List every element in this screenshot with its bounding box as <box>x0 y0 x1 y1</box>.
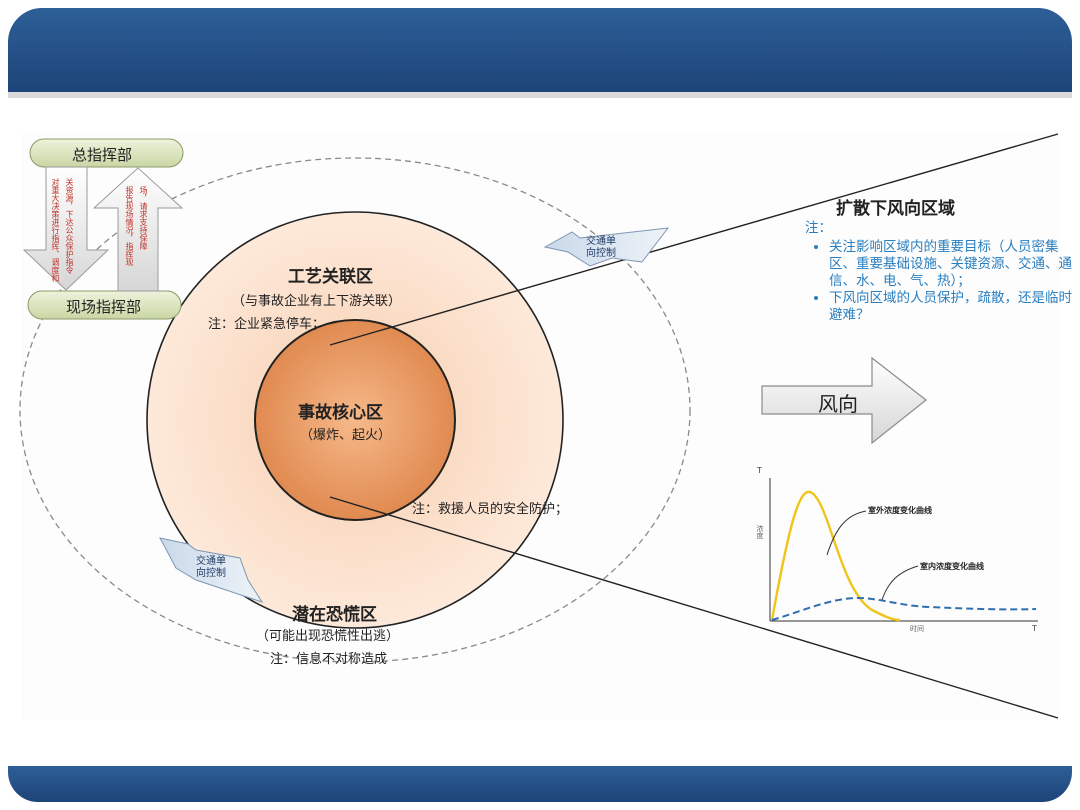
outdoor-concentration-curve <box>770 490 901 622</box>
command-down-text-2: 关资源，下达公众保护指令 <box>65 178 74 274</box>
traffic-arrow-lower <box>159 537 264 603</box>
downwind-lower-boundary <box>329 496 1059 719</box>
curve-x-axis-letter: T <box>1032 624 1037 633</box>
field-hq-pill[interactable] <box>27 290 182 320</box>
outdoor-leader <box>826 510 867 556</box>
panic-zone-note: 注：信息不对称造成 <box>270 652 388 667</box>
downwind-notes: 注： 关注影响区域内的重要目标（人员密集区、重要基础设施、关键资源、交通、通信、… <box>805 220 1073 324</box>
core-zone-circle <box>254 319 456 521</box>
traffic-lower-label-1: 交通单 <box>196 556 226 567</box>
footer-band <box>8 766 1072 802</box>
downwind-upper-boundary <box>329 133 1059 346</box>
hq-pill[interactable] <box>29 138 184 168</box>
hq-label: 总指挥部 <box>72 146 133 164</box>
downwind-bullet-2: 下风向区域的人员保护，疏散，还是临时避难？ <box>829 290 1073 324</box>
command-down-arrow <box>22 166 110 291</box>
traffic-arrow-upper <box>543 227 670 267</box>
curve-y-axis-letter: T <box>757 466 762 475</box>
process-zone-note: 注：企业紧急停车； <box>208 317 326 332</box>
traffic-upper-label-1: 交通单 <box>586 236 616 247</box>
panic-zone-sub: （可能出现恐慌性出逃） <box>256 629 400 644</box>
core-zone-sub: （爆炸、起火） <box>300 428 392 443</box>
wind-arrow <box>761 356 927 445</box>
panic-zone-title: 潜在恐慌区 <box>292 605 377 625</box>
wind-label: 风向 <box>818 392 858 416</box>
downwind-bullet-1: 关注影响区域内的重要目标（人员密集区、重要基础设施、关键资源、交通、通信、水、电… <box>829 239 1073 290</box>
indoor-concentration-curve <box>771 596 1037 621</box>
curve-y-label: 浓度 <box>756 525 764 539</box>
downwind-note-label: 注： <box>805 220 832 236</box>
indoor-series-label: 室内浓度变化曲线 <box>920 562 984 571</box>
outdoor-series-label: 室外浓度变化曲线 <box>868 506 932 515</box>
report-up-text-2: 场，请求支持保障 <box>139 186 148 250</box>
traffic-upper-label-2: 向控制 <box>586 248 616 259</box>
header-band <box>8 8 1072 92</box>
report-up-arrow <box>92 167 184 292</box>
traffic-lower-label-2: 向控制 <box>196 568 226 579</box>
report-up-text-1: 报告现场情况，指挥现 <box>125 186 134 266</box>
rescue-note: 注：救援人员的安全防护； <box>412 502 569 517</box>
field-hq-label: 现场指挥部 <box>66 298 142 316</box>
process-zone-title: 工艺关联区 <box>288 267 373 287</box>
header-rule <box>8 92 1072 98</box>
panic-zone-circle <box>19 157 691 663</box>
indoor-leader <box>881 565 919 601</box>
process-zone-sub: （与事故企业有上下游关联） <box>232 294 402 309</box>
curve-x-label: 时间 <box>910 625 924 633</box>
command-down-text-1: 对重大决策进行指挥、调度和 <box>51 178 60 282</box>
core-zone-title: 事故核心区 <box>298 403 383 423</box>
downwind-title: 扩散下风向区域 <box>836 199 955 219</box>
